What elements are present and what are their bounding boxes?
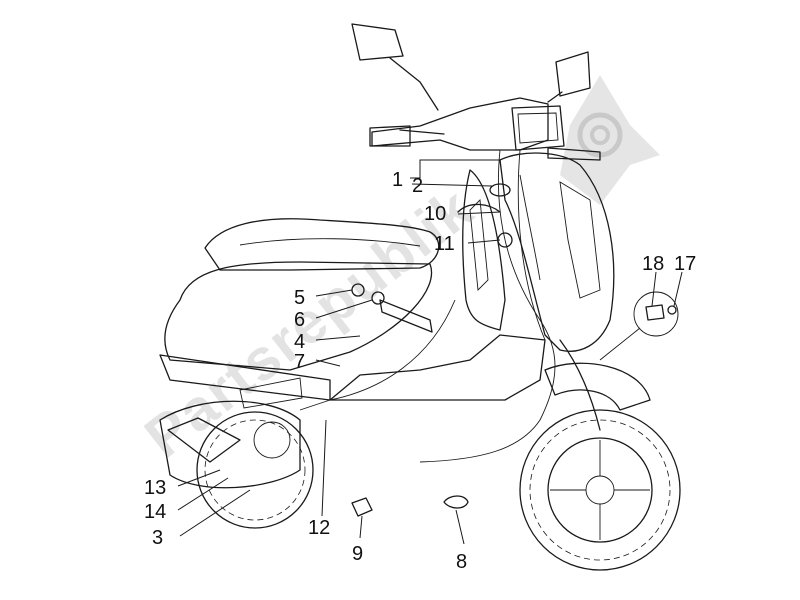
leader-18 [651, 271, 657, 307]
left-mirror-stem [389, 57, 439, 111]
leader-12 [321, 419, 327, 517]
callout-1: 1 [392, 169, 403, 191]
callouts: 1 2 3 4 5 6 7 8 9 10 11 12 13 14 17 18 [144, 169, 696, 573]
right-mirror-stem [547, 91, 563, 103]
callout-6: 6 [294, 309, 305, 331]
leader-1 [410, 159, 500, 179]
screw-17 [667, 305, 677, 315]
right-grip [547, 147, 601, 161]
leader-3 [179, 489, 251, 537]
leader-2 [411, 183, 493, 187]
legshield-slot [469, 199, 489, 291]
detail-callout-line [599, 327, 641, 361]
callout-4: 4 [294, 331, 305, 353]
front-fork [559, 339, 601, 431]
rear-tread [204, 419, 306, 521]
leader-13 [177, 469, 221, 487]
leader-10 [457, 211, 501, 215]
handlebar [371, 97, 549, 151]
front-mudguard [544, 362, 651, 411]
callout-9: 9 [352, 543, 363, 565]
decal-10 [457, 203, 501, 213]
callout-13: 13 [144, 477, 166, 499]
clip-18 [645, 304, 665, 321]
callout-2: 2 [412, 175, 423, 197]
cable-adjuster [379, 299, 433, 333]
exhaust [167, 417, 241, 463]
leader-17 [673, 271, 683, 307]
speedometer [511, 105, 565, 151]
scooter-drawing [159, 23, 681, 571]
detail-callout-circle [633, 291, 679, 337]
rear-brake-cable [299, 299, 456, 411]
seat-stitch [239, 238, 421, 247]
front-shield [499, 152, 615, 352]
callout-14: 14 [144, 501, 166, 523]
callout-8: 8 [456, 551, 467, 573]
callout-11: 11 [434, 233, 455, 255]
gear-icon [560, 75, 660, 205]
adjuster-nut-6 [371, 291, 385, 305]
front-tread [529, 419, 671, 561]
rear-wheel [196, 411, 314, 529]
cable-guide-2 [489, 183, 511, 197]
leader-4 [315, 335, 361, 341]
callout-18: 18 [642, 253, 664, 275]
callout-12: 12 [308, 517, 330, 539]
body-side-panel [164, 261, 433, 371]
leader-7 [315, 359, 341, 367]
leader-9 [359, 515, 363, 539]
callout-7: 7 [294, 351, 305, 373]
front-spokes [550, 440, 650, 540]
floorboard [329, 334, 546, 401]
leader-lines [177, 159, 683, 545]
brake-lever [399, 129, 445, 135]
callout-17: 17 [674, 253, 696, 275]
leader-8 [455, 509, 465, 545]
cable-clamp-8 [443, 495, 469, 509]
front-hub [585, 475, 615, 505]
shield-grille [559, 181, 601, 299]
leader-5 [315, 289, 353, 297]
engine-cover [159, 400, 301, 489]
callout-10: 10 [424, 203, 446, 225]
seat [204, 218, 440, 271]
callout-3: 3 [152, 527, 163, 549]
horn-cover [519, 174, 541, 281]
callout-5: 5 [294, 287, 305, 309]
rear-hub [253, 421, 291, 459]
right-mirror [555, 51, 591, 97]
front-rim [547, 437, 653, 543]
throttle-cable [419, 149, 556, 463]
leader-14 [177, 477, 229, 511]
front-wheel [519, 409, 681, 571]
left-grip [369, 125, 411, 147]
leader-6 [315, 299, 373, 319]
left-mirror [351, 23, 404, 61]
leader-11 [467, 239, 501, 244]
brake-cable [517, 149, 546, 341]
speedometer-face [517, 112, 559, 144]
cable-clip-9 [351, 497, 373, 517]
watermark: Partsrepublik [133, 75, 660, 470]
